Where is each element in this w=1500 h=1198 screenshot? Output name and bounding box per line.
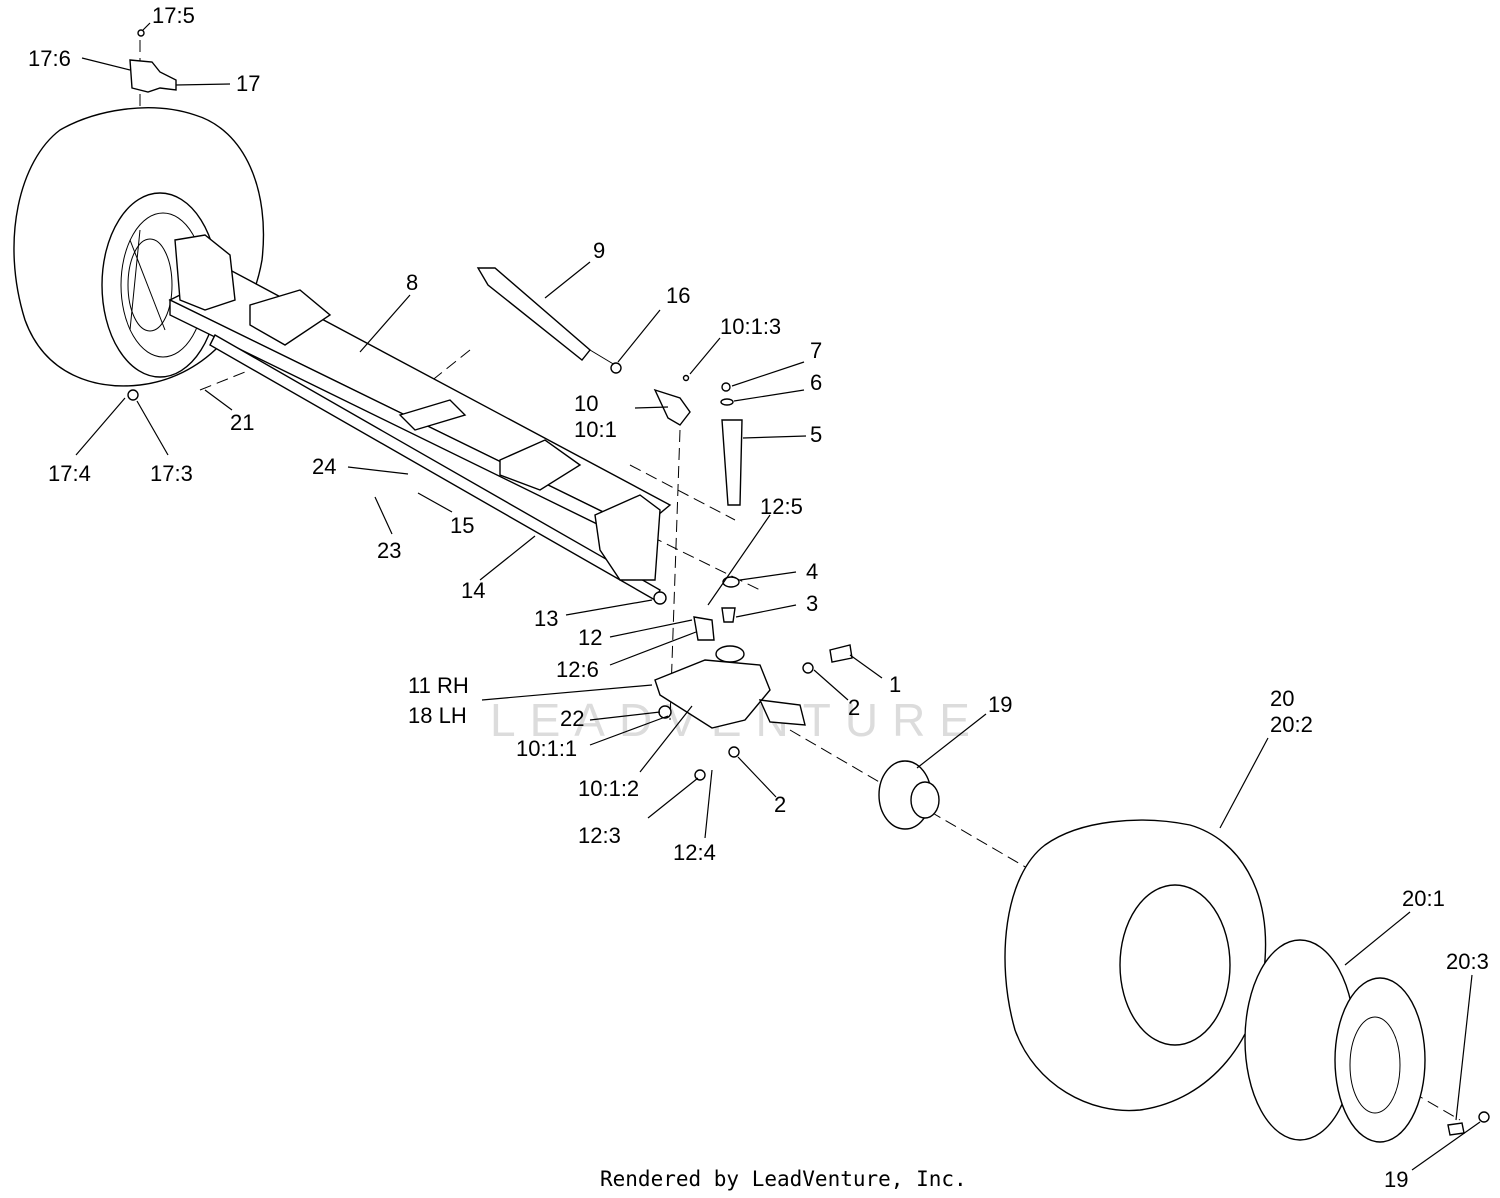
callout-19-hub: 19 — [988, 692, 1012, 717]
callout-10: 10 — [574, 391, 598, 416]
footer-credit: Rendered by LeadVenture, Inc. — [600, 1167, 967, 1191]
callout-15: 15 — [450, 513, 474, 538]
leader-lines — [75, 22, 1481, 1171]
callout-19-bolt: 19 — [1384, 1167, 1408, 1192]
callouts: 17:5 17:6 17 9 8 16 10:1:3 7 6 10 10:1 5… — [28, 3, 1489, 1192]
wheel-hub — [878, 760, 940, 830]
callout-2-upper: 2 — [848, 695, 860, 720]
callout-17-5: 17:5 — [152, 3, 195, 28]
callout-16: 16 — [666, 283, 690, 308]
callout-3: 3 — [806, 591, 818, 616]
callout-5: 5 — [810, 422, 822, 447]
callout-12-5: 12:5 — [760, 494, 803, 519]
callout-8: 8 — [406, 270, 418, 295]
callout-20-2: 20:2 — [1270, 712, 1313, 737]
callout-10-1-2: 10:1:2 — [578, 776, 639, 801]
callout-1: 1 — [889, 672, 901, 697]
callout-18-lh: 18 LH — [408, 703, 467, 728]
callout-17-3: 17:3 — [150, 461, 193, 486]
callout-2-lower: 2 — [774, 792, 786, 817]
callout-23: 23 — [377, 538, 401, 563]
right-wheel-rim — [1244, 939, 1490, 1143]
callout-12-3: 12:3 — [578, 823, 621, 848]
steering-cylinder — [476, 267, 622, 374]
callout-6: 6 — [810, 370, 822, 395]
callout-9: 9 — [593, 238, 605, 263]
callout-17-6: 17:6 — [28, 46, 71, 71]
callout-22: 22 — [560, 706, 584, 731]
king-pin — [720, 382, 743, 506]
callout-17: 17 — [236, 71, 260, 96]
callout-13: 13 — [534, 606, 558, 631]
callout-7: 7 — [810, 338, 822, 363]
callout-10-1: 10:1 — [574, 417, 617, 442]
right-wheel-tire — [1004, 819, 1267, 1112]
callout-24: 24 — [312, 454, 336, 479]
spindle-assembly — [653, 576, 853, 781]
callout-12-4: 12:4 — [673, 840, 716, 865]
callout-10-1-3: 10:1:3 — [720, 314, 781, 339]
callout-14: 14 — [461, 578, 485, 603]
callout-10-1-1: 10:1:1 — [516, 736, 577, 761]
callout-17-4: 17:4 — [48, 461, 91, 486]
axle-beam — [168, 234, 672, 601]
callout-11-rh: 11 RH — [408, 673, 469, 698]
callout-4: 4 — [806, 559, 818, 584]
callout-20-1: 20:1 — [1402, 886, 1445, 911]
callout-12-6: 12:6 — [556, 657, 599, 682]
callout-20: 20 — [1270, 686, 1294, 711]
tie-rod-end — [653, 374, 691, 426]
callout-12: 12 — [578, 625, 602, 650]
callout-21: 21 — [230, 410, 254, 435]
callout-20-3: 20:3 — [1446, 949, 1489, 974]
